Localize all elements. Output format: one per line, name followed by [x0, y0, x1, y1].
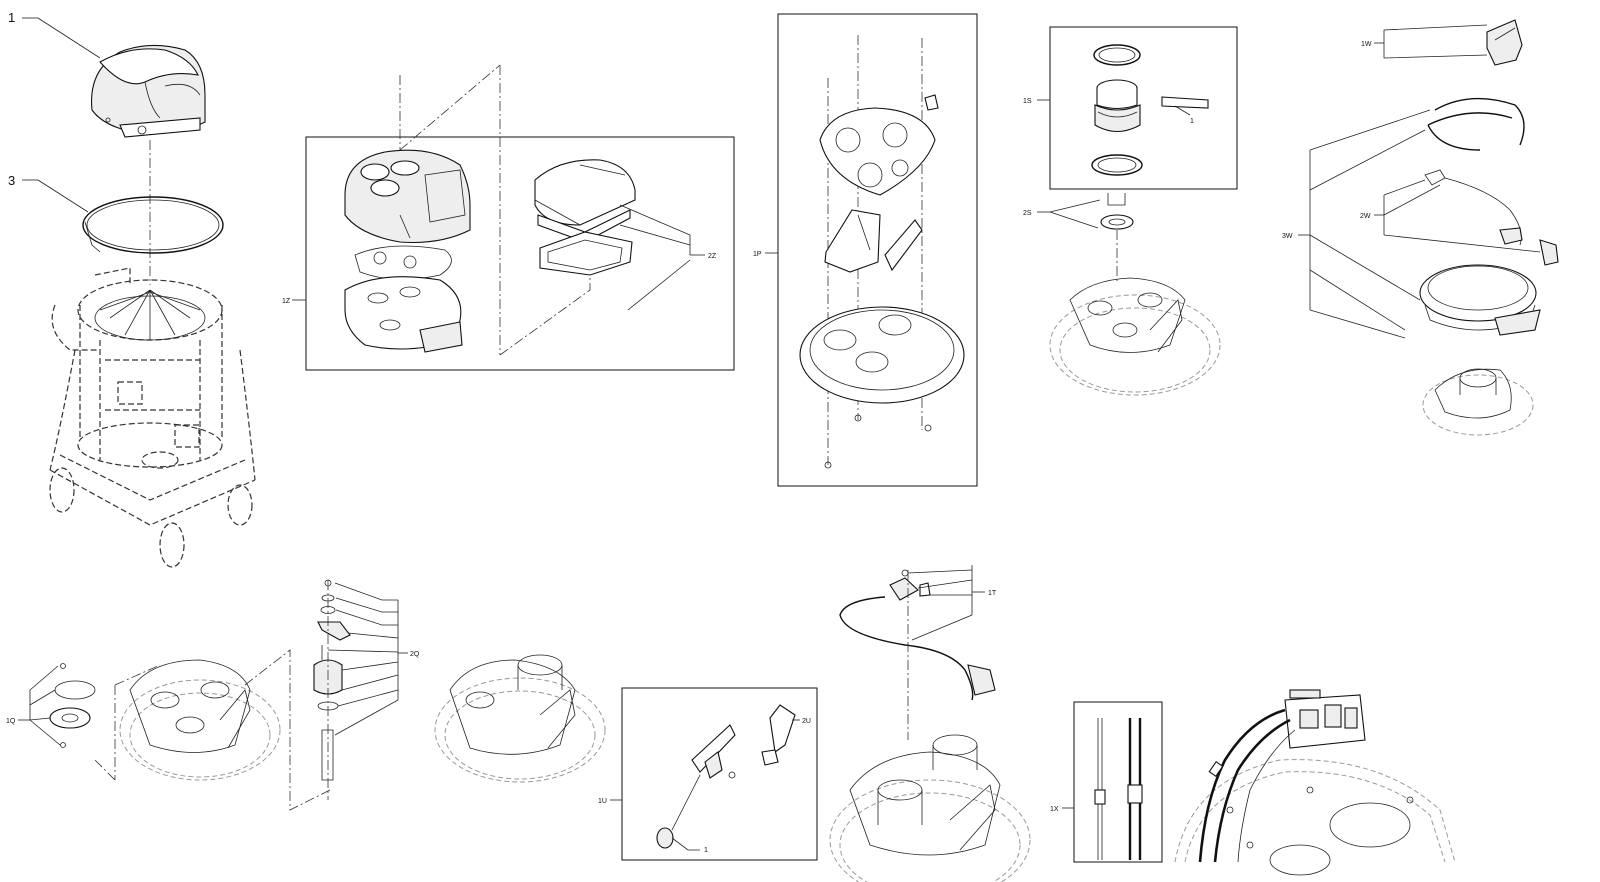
- sensor-harness-part-1T: [839, 569, 996, 701]
- callout-1U: 1U: [598, 798, 607, 805]
- callout-1T: 1T: [988, 590, 997, 597]
- callout-1X: 1X: [1050, 806, 1059, 813]
- bracket-arm-part-2U: [761, 704, 796, 766]
- head-assembly-ghost-1Q: [119, 659, 281, 781]
- caster-stack-part-2Q: [313, 579, 351, 781]
- control-board-assembly: [1174, 689, 1456, 876]
- callout-1P: 1P: [753, 251, 762, 258]
- probe-rods-part: [1094, 718, 1143, 860]
- vacuum-cart-assembly: [49, 267, 256, 568]
- callout-2Q: 2Q: [410, 651, 420, 658]
- callout-1S-sub: 1: [1190, 118, 1194, 125]
- callout-3W: 3W: [1282, 233, 1293, 240]
- base-plate-part: [799, 306, 965, 469]
- callout-1Q: 1Q: [6, 718, 16, 725]
- group-box-1S: [1049, 26, 1238, 190]
- callout-1: 1: [8, 10, 15, 25]
- head-assembly-ghost-mid: [434, 654, 606, 783]
- support-bracket-part: [824, 209, 923, 273]
- callout-2U: 2U: [802, 718, 811, 725]
- shroud-ring-part: [1419, 264, 1541, 336]
- cable-gland-part: [1424, 169, 1559, 266]
- group-box-1P: [777, 13, 978, 487]
- cord-ring-part: [1427, 97, 1525, 151]
- head-assembly-ghost-1S: [1049, 277, 1221, 396]
- top-cover-part: [91, 44, 206, 138]
- callout-3: 3: [8, 173, 15, 188]
- callout-2Z: 2Z: [708, 253, 717, 260]
- sensor-bracket-part: [656, 724, 736, 849]
- top-plate-part: [819, 94, 939, 196]
- callout-2W: 2W: [1360, 213, 1371, 220]
- hood-base-plate-part: [344, 276, 463, 353]
- group-box-1X: [1073, 701, 1163, 863]
- callout-1Z: 1Z: [282, 298, 291, 305]
- callout-1S: 1S: [1023, 98, 1032, 105]
- cover-plate-part-1Q: [49, 663, 96, 748]
- motor-assembly-part: [1091, 44, 1209, 176]
- clamp-ring-part: [82, 196, 224, 254]
- callout-1W: 1W: [1361, 41, 1372, 48]
- head-assembly-ghost-1T: [829, 734, 1031, 882]
- hood-gasket-part: [354, 245, 452, 280]
- filter-lid-part: [534, 159, 636, 276]
- group-box-1U: [621, 687, 818, 861]
- switch-part: [1486, 19, 1523, 66]
- callout-2S: 2S: [1023, 210, 1032, 217]
- group-box-1Z: [305, 136, 735, 371]
- callout-1U-sub: 1: [704, 847, 708, 854]
- grommet-part: [1100, 193, 1134, 230]
- head-assembly-ghost-3W: [1422, 368, 1534, 436]
- hood-top-part: [344, 149, 471, 243]
